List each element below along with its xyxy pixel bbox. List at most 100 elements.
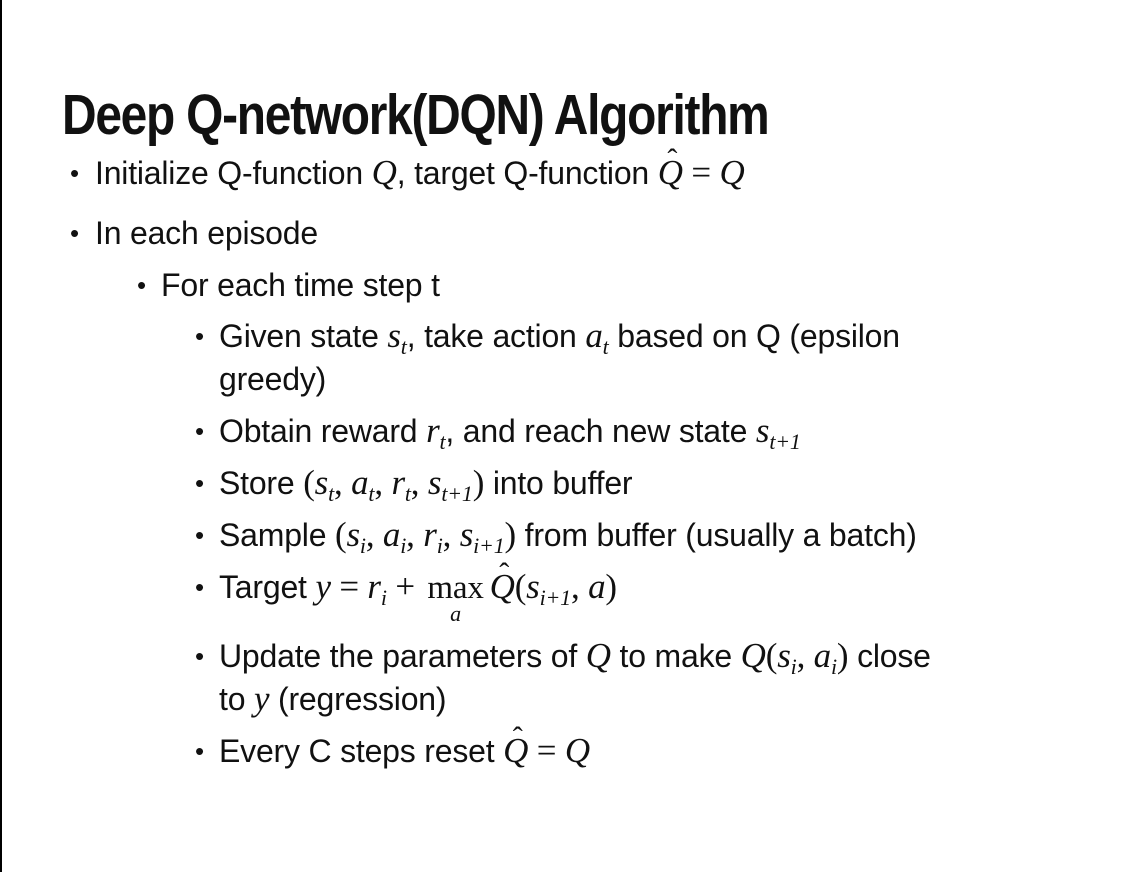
text-run: greedy) — [219, 361, 327, 397]
text-run: , target Q-function — [396, 155, 658, 191]
bullet-dot: • — [195, 736, 204, 766]
bullet-item-given-state: •Given state st, take action at based on… — [195, 315, 1112, 401]
text-run: Target — [219, 569, 316, 605]
math-subscript: i — [380, 585, 387, 610]
bullet-dot: • — [195, 468, 204, 498]
text-run: Obtain reward — [219, 413, 427, 449]
bullet-dot: • — [195, 572, 204, 602]
text-run: to — [219, 681, 254, 717]
text-run: into buffer — [484, 465, 633, 501]
bullet-dot: • — [137, 270, 146, 300]
bullet-dot: • — [195, 321, 204, 351]
text-run: , and reach new state — [445, 413, 756, 449]
bullet-item-each-episode: • In each episode — [70, 212, 1112, 255]
bullet-text: Obtain reward rt, and reach new state st… — [219, 410, 801, 453]
math-variable: y — [253, 679, 270, 718]
slide-title: Deep Q-network(DQN) Algorithm — [62, 83, 770, 148]
text-run: In each episode — [95, 215, 318, 251]
bullet-item-update-params: •Update the parameters of Q to make Q(si… — [195, 635, 1112, 721]
math-variable: Q — [371, 153, 397, 192]
text-run: Store — [219, 465, 304, 501]
math-subscript: t — [400, 334, 407, 359]
math-variable: ai — [813, 636, 837, 679]
math-variable: si+1 — [526, 567, 571, 610]
math-symbol: , — [442, 515, 460, 554]
max-operator-underscript: a — [450, 601, 461, 626]
hat-accent: ˆ — [512, 721, 523, 754]
hat-base: Q — [489, 567, 515, 606]
bullet-text: Sample (si, ai, ri, si+1) from buffer (u… — [219, 514, 917, 557]
hat-accent: ˆ — [667, 143, 678, 176]
math-symbol: ( — [765, 636, 778, 675]
math-variable: Q — [564, 731, 590, 770]
math-symbol: , — [570, 567, 589, 606]
bullet-item-sample-buffer: •Sample (si, ai, ri, si+1) from buffer (… — [195, 514, 1112, 557]
math-symbol: ( — [514, 567, 527, 606]
math-subscript: i+1 — [473, 533, 505, 558]
math-symbol: = — [682, 153, 720, 192]
bullet-dot: • — [195, 641, 204, 671]
math-variable: ri — [423, 515, 443, 558]
math-symbol: ) — [836, 636, 849, 675]
hat-base: Q — [503, 731, 529, 770]
math-subscript: t — [404, 481, 411, 506]
bullet-item-store-buffer: • Store (st, at, rt, st+1) into buffer — [195, 462, 1112, 505]
math-variable: rt — [391, 463, 411, 506]
math-symbol: , — [796, 636, 814, 675]
math-subscript: t — [439, 429, 446, 454]
bullet-text: Initialize Q-function Q, target Q-functi… — [95, 145, 745, 195]
math-variable: a — [588, 567, 606, 606]
bullet-item-init-q: • Initialize Q-function Q, target Q-funct… — [70, 145, 1112, 195]
text-run: , take action — [406, 318, 586, 354]
math-subscript: i — [790, 654, 797, 679]
bullet-text: Store (st, at, rt, st+1) into buffer — [219, 462, 633, 506]
math-subscript: t — [368, 481, 375, 506]
math-variable: Q — [740, 636, 766, 675]
math-symbol: = — [330, 567, 368, 606]
math-subscript: i — [830, 654, 837, 679]
text-run: For each time step t — [161, 267, 440, 303]
left-border-line — [0, 0, 2, 872]
bullet-item-each-timestep: • For each time step t — [137, 264, 1112, 307]
math-subscript: t — [602, 334, 609, 359]
math-variable: st — [314, 463, 335, 506]
math-symbol: ( — [335, 515, 347, 554]
math-subscript: i+1 — [539, 585, 572, 610]
math-symbol: ) — [605, 567, 617, 606]
math-variable: st — [387, 316, 407, 359]
text-run: Update the parameters of — [219, 638, 586, 674]
math-variable: rt — [426, 411, 446, 454]
math-symbol: , — [374, 463, 392, 502]
max-operator-base: max — [427, 570, 484, 606]
math-symbol: , — [334, 463, 352, 502]
math-symbol: , — [365, 515, 383, 554]
bullet-dot: • — [70, 218, 79, 248]
math-subscript: i — [400, 533, 407, 558]
math-variable: st+1 — [755, 411, 801, 454]
bullet-list: • Initialize Q-function Q, target Q-funct… — [62, 145, 1112, 773]
math-subscript: t+1 — [441, 481, 473, 506]
math-variable: at — [351, 463, 375, 506]
math-symbol: , — [410, 463, 428, 502]
math-variable: at — [585, 316, 609, 359]
text-run: from buffer (usually a batch) — [515, 517, 917, 553]
math-variable: si — [777, 636, 797, 679]
math-subscript: t+1 — [769, 429, 801, 454]
math-variable: ai — [382, 515, 407, 558]
math-subscript: i — [359, 533, 366, 558]
math-symbol: ) — [472, 463, 485, 502]
bullet-dot: • — [70, 158, 79, 188]
math-variable: si+1 — [459, 515, 505, 558]
math-symbol: + — [386, 567, 424, 606]
text-run: to make — [610, 638, 741, 674]
math-variable: st+1 — [427, 463, 473, 506]
